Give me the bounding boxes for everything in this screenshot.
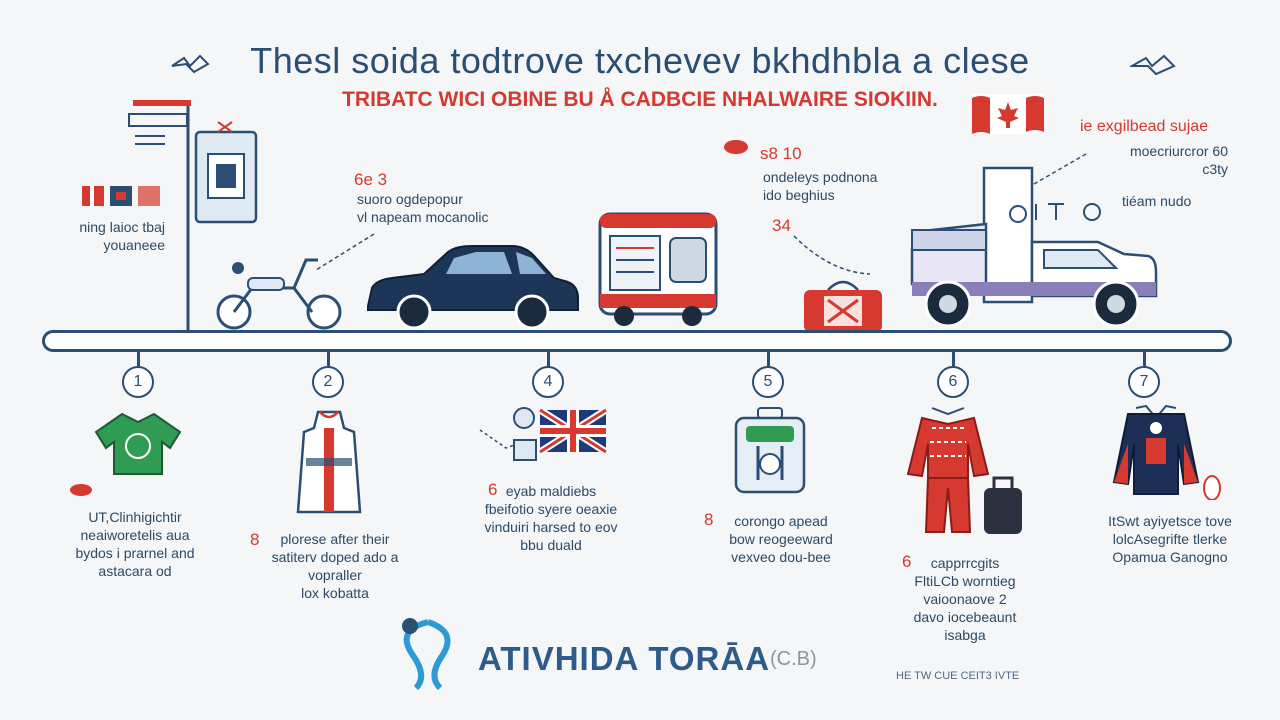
timeline-bar bbox=[42, 330, 1232, 352]
step-4-marker: 4 bbox=[532, 366, 564, 398]
bike-text: suoro ogdepopur vl napeam mocanolic bbox=[357, 191, 489, 225]
step-stem bbox=[137, 352, 140, 370]
step-2-text: plorese after their satiterv doped ado a… bbox=[271, 531, 399, 601]
page-title: Thesl soida todtrove txchevev bkhdhbla a… bbox=[250, 40, 1030, 81]
step-5-lead: 8 bbox=[704, 510, 714, 529]
flags-icon bbox=[82, 186, 160, 206]
bike-number: 6e 3 bbox=[354, 170, 388, 189]
center-number: s8 10 bbox=[760, 144, 802, 163]
step-4-text: eyab maldiebs fbeifotio syere oeaxie vin… bbox=[484, 483, 618, 553]
robe-icon bbox=[296, 410, 362, 514]
red-outfit-icon bbox=[906, 407, 1022, 534]
payment-terminal-icon bbox=[194, 121, 258, 224]
shopping-bag-icon bbox=[804, 280, 882, 332]
center-extra: 34 bbox=[772, 216, 791, 235]
canada-flag-icon bbox=[972, 94, 1044, 134]
brand-sub: (C.B) bbox=[770, 648, 817, 670]
step-6-text: capprrcgits FltiLCb worntieg vaioonaove … bbox=[913, 555, 1017, 643]
brand-logo-icon bbox=[402, 618, 451, 691]
bird-icon bbox=[171, 54, 210, 74]
step-5-marker: 5 bbox=[752, 366, 784, 398]
footer-text: HE TW CUE CEIT3 IVTE bbox=[896, 670, 1020, 682]
scooter-icon bbox=[216, 258, 342, 330]
truck-icon bbox=[910, 166, 1158, 328]
right-text: moecriurcror 60 c3ty bbox=[1129, 143, 1228, 177]
step-stem bbox=[327, 352, 330, 370]
step-7-marker: 7 bbox=[1128, 366, 1160, 398]
center-text: ondeleys podnona ido beghius bbox=[763, 169, 878, 203]
step-stem bbox=[547, 352, 550, 370]
green-shirt-icon bbox=[94, 412, 182, 475]
uk-flag-icon bbox=[479, 407, 608, 461]
connector-line bbox=[793, 235, 871, 275]
step-2-lead: 8 bbox=[250, 530, 260, 549]
step-1-text: UT,Clinhigichtir neaiworetelis aua bydos… bbox=[75, 509, 195, 579]
left-label: ning laioc tbaj youaneee bbox=[79, 219, 165, 253]
step-5-text: corongo apead bow reogeeward vexveo dou-… bbox=[729, 513, 833, 565]
red-blob-icon bbox=[70, 484, 92, 496]
signpost-icon bbox=[128, 100, 191, 332]
connector-line bbox=[315, 233, 375, 271]
car-icon bbox=[367, 245, 579, 330]
step-2-marker: 2 bbox=[312, 366, 344, 398]
step-stem bbox=[1143, 352, 1146, 370]
suitcase-device-icon bbox=[734, 407, 806, 494]
bird-icon bbox=[1130, 54, 1176, 76]
brand-name: ATIVHIDA TORĀA bbox=[478, 640, 771, 677]
step-stem bbox=[767, 352, 770, 370]
step-1-marker: 1 bbox=[122, 366, 154, 398]
step-7-text: ItSwt ayiyetsce tove lolcAsegrifte tlerk… bbox=[1108, 513, 1232, 565]
page-subtitle: TRIBATC WICI OBINE BU Å CADBCIE NHALWAIR… bbox=[342, 88, 938, 111]
right-label: tiéam nudo bbox=[1122, 193, 1192, 209]
step-stem bbox=[952, 352, 955, 370]
jacket-icon bbox=[1112, 404, 1221, 500]
red-blob-icon bbox=[724, 140, 748, 154]
step-4-lead: 6 bbox=[488, 480, 498, 499]
food-truck-icon bbox=[598, 212, 718, 326]
step-6-marker: 6 bbox=[937, 366, 969, 398]
right-head: ie exgilbead sujae bbox=[1080, 118, 1209, 135]
step-6-lead: 6 bbox=[902, 552, 912, 571]
connector-line bbox=[1033, 153, 1087, 185]
